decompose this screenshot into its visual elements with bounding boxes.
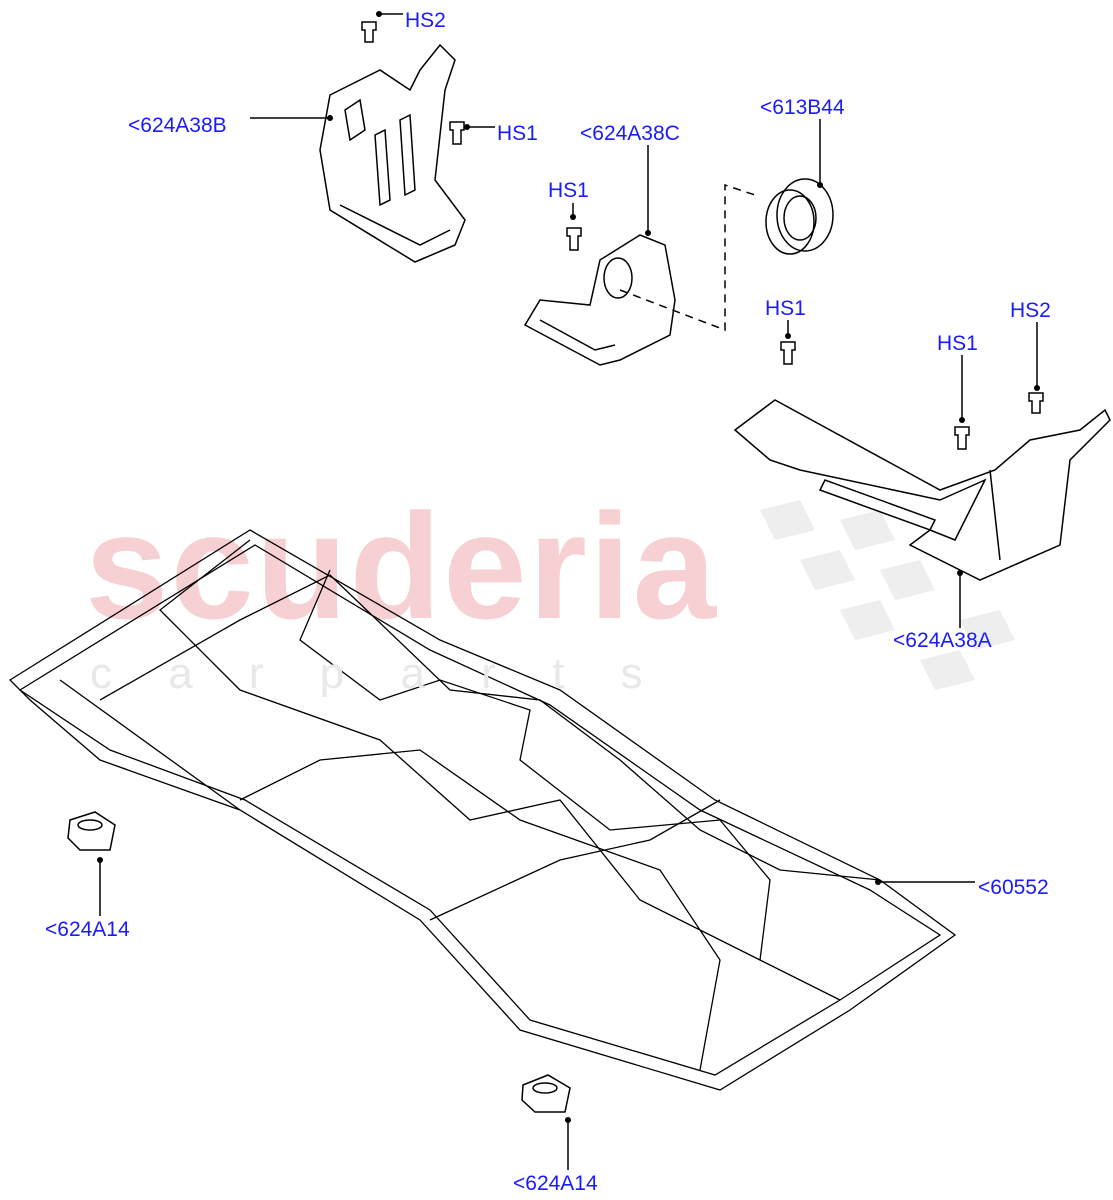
label-hs2-top[interactable]: HS2 xyxy=(405,9,446,32)
label-624a38c[interactable]: <624A38C xyxy=(580,122,680,145)
clip-624a14-left xyxy=(67,811,116,851)
label-624a14-left[interactable]: <624A14 xyxy=(45,918,130,941)
label-hs1-c[interactable]: HS1 xyxy=(765,297,806,320)
label-613b44[interactable]: <613B44 xyxy=(760,96,845,119)
label-hs2-right[interactable]: HS2 xyxy=(1010,299,1051,322)
watermark-checker xyxy=(760,500,1015,690)
bracket-624a38c xyxy=(523,234,676,366)
screw-icons xyxy=(361,21,1044,450)
leader-dots xyxy=(97,11,1040,1123)
bracket-624a38b xyxy=(319,43,466,263)
clip-624a14-bottom xyxy=(521,1074,571,1113)
label-624a14-bottom[interactable]: <624A14 xyxy=(513,1172,598,1195)
watermark-subtitle: c a r p a r t s xyxy=(90,649,665,698)
label-hs1-b[interactable]: HS1 xyxy=(548,179,589,202)
assembly-dashed-line xyxy=(619,183,756,332)
leader-lines xyxy=(99,13,1038,1170)
grommet-613b44 xyxy=(765,178,834,255)
watermark-logo: scuderia xyxy=(85,482,718,650)
wire-frame-60552 xyxy=(8,529,957,1091)
label-hs1-d[interactable]: HS1 xyxy=(937,332,978,355)
bracket-624a38a xyxy=(733,399,1111,581)
label-60552[interactable]: <60552 xyxy=(978,876,1049,899)
label-624a38b[interactable]: <624A38B xyxy=(128,114,227,137)
label-hs1-a[interactable]: HS1 xyxy=(497,122,538,145)
label-624a38a[interactable]: <624A38A xyxy=(893,629,992,652)
